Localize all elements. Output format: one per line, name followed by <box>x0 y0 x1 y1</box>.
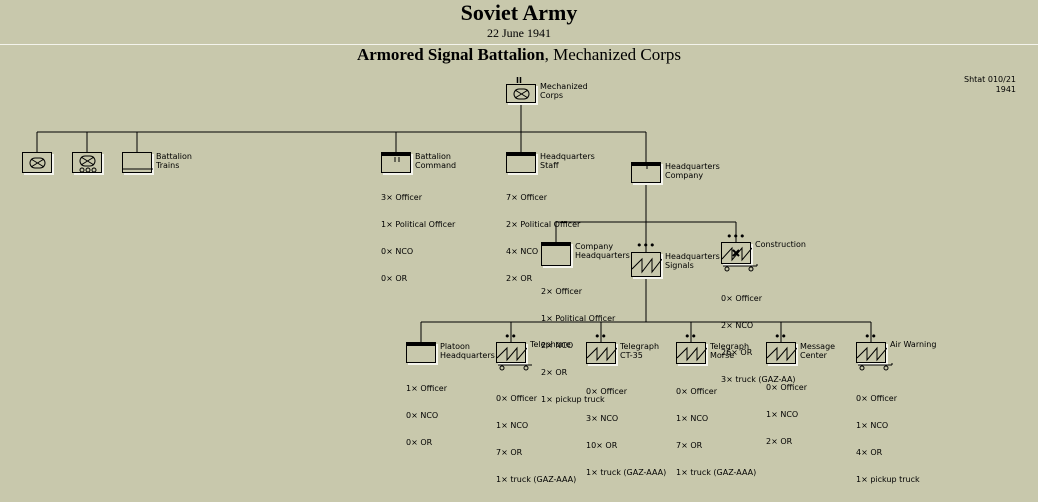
personnel-line: 2× NCO <box>721 321 754 330</box>
personnel-line: 0× OR <box>381 274 408 283</box>
personnel-line: 0× Officer <box>586 387 627 396</box>
personnel-line: 1× truck (GAZ-AAA) <box>676 468 757 477</box>
headquarters-signals-label: Headquarters Signals <box>665 252 720 270</box>
telephone-label: Telephone <box>530 340 571 349</box>
personnel-line: 4× OR <box>856 448 883 457</box>
supply-unit-icon <box>122 152 153 173</box>
personnel-line: 7× Officer <box>506 193 547 202</box>
org-chart-connectors <box>36 102 872 342</box>
personnel-line: 0× Officer <box>721 294 762 303</box>
personnel-line: 0× NCO <box>381 247 414 256</box>
personnel-line: 3× truck (GAZ-AA) <box>721 375 796 384</box>
signal-section-icon <box>856 342 887 363</box>
air-warning-label: Air Warning <box>890 340 937 349</box>
platoon-headquarters-label: Platoon Headquarters <box>440 342 495 360</box>
signal-platoon-icon <box>631 252 662 277</box>
shtat-number: Shtat 010/21 <box>963 75 1016 84</box>
telegraph-ct35-echelon: •• <box>594 330 607 343</box>
personnel-line: 0× OR <box>406 438 433 447</box>
personnel-line: 0× Officer <box>496 394 537 403</box>
mechanized-corps-echelon: II <box>516 76 522 85</box>
personnel-line: 1× Officer <box>406 384 447 393</box>
shtat-year: 1941 <box>995 85 1016 94</box>
headquarters-icon <box>541 242 571 266</box>
personnel-line: 1× truck (GAZ-AAA) <box>586 468 667 477</box>
message-center-label: Message Center <box>800 342 836 360</box>
personnel-line: 1× Political Officer <box>381 220 456 229</box>
personnel-line: 10× OR <box>586 441 618 450</box>
personnel-line: 7× OR <box>496 448 523 457</box>
headquarters-signals-echelon: ••• <box>636 239 656 252</box>
telegraph-morse-label: Telegraph Morse <box>710 342 750 360</box>
personnel-line: 1× NCO <box>676 414 709 423</box>
personnel-line: 0× Officer <box>856 394 897 403</box>
air-warning-echelon: •• <box>864 330 877 343</box>
personnel-line: 0× Officer <box>766 383 807 392</box>
construction-wheels-icon <box>723 264 758 272</box>
page-title: Soviet Army <box>460 0 578 25</box>
headquarters-staff-label: Headquarters Staff <box>540 152 595 170</box>
armored-unit-icon <box>506 84 536 103</box>
signal-construction-icon <box>721 242 752 264</box>
personnel-line: 4× NCO <box>506 247 539 256</box>
battalion-trains-label: Battalion Trains <box>156 152 192 170</box>
battalion-command-personnel: 3× Officer 1× Political Officer 0× NCO 0… <box>381 175 455 301</box>
telephone-wheels-icon <box>498 364 532 371</box>
signal-section-icon <box>496 342 527 363</box>
header-divider <box>0 44 1038 45</box>
headquarters-icon <box>406 342 436 363</box>
headquarters-company-label: Headquarters Company <box>665 162 720 180</box>
signal-section-icon <box>676 342 707 364</box>
headquarters-company-icon <box>631 162 661 183</box>
telephone-personnel: 0× Officer 1× NCO 7× OR 1× truck (GAZ-AA… <box>496 376 576 502</box>
personnel-line: 0× Officer <box>676 387 717 396</box>
mechanized-corps-label: Mechanized Corps <box>540 82 588 100</box>
personnel-line: 1× NCO <box>766 410 799 419</box>
personnel-line: 2× OR <box>541 368 568 377</box>
company-headquarters-label: Company Headquarters <box>575 242 630 260</box>
battalion-command-label: Battalion Command <box>415 152 457 170</box>
personnel-line: 2× Officer <box>541 287 582 296</box>
personnel-line: 1× Political Officer <box>541 314 616 323</box>
air-warning-wheels-icon <box>858 363 893 371</box>
air-warning-personnel: 0× Officer 1× NCO 4× OR 1× pickup truck <box>856 376 920 502</box>
personnel-line: 26× OR <box>721 348 753 357</box>
unit-title-bold: Armored Signal Battalion <box>356 45 545 64</box>
construction-echelon: ••• <box>726 230 746 243</box>
construction-personnel: 0× Officer 2× NCO 26× OR 3× truck (GAZ-A… <box>721 276 796 402</box>
message-center-personnel: 0× Officer 1× NCO 2× OR <box>766 365 807 464</box>
platoon-headquarters-personnel: 1× Officer 0× NCO 0× OR <box>406 366 447 465</box>
unit-title: Armored Signal Battalion, Mechanized Cor… <box>0 45 1038 65</box>
headquarters-icon <box>506 152 536 173</box>
message-center-echelon: •• <box>774 330 787 343</box>
telegraph-morse-personnel: 0× Officer 1× NCO 7× OR 1× truck (GAZ-AA… <box>676 369 756 495</box>
signal-section-icon <box>586 342 617 364</box>
page-date: 22 June 1941 <box>487 26 551 40</box>
personnel-line: 3× Officer <box>381 193 422 202</box>
personnel-line: 0× NCO <box>406 411 439 420</box>
personnel-line: 1× pickup truck <box>541 395 605 404</box>
unit-title-rest: , Mechanized Corps <box>544 45 682 64</box>
personnel-line: 2× NCO <box>541 341 574 350</box>
personnel-line: 1× NCO <box>856 421 889 430</box>
company-headquarters-personnel: 2× Officer 1× Political Officer 2× NCO 2… <box>541 269 615 422</box>
tank-unit-icon <box>22 152 52 173</box>
signal-section-icon <box>766 342 797 364</box>
personnel-line: 2× OR <box>506 274 533 283</box>
telephone-echelon: •• <box>504 330 517 343</box>
personnel-line: 3× NCO <box>586 414 619 423</box>
construction-label: Construction <box>755 240 806 249</box>
telegraph-morse-echelon: •• <box>684 330 697 343</box>
personnel-line: 1× NCO <box>496 421 529 430</box>
armored-car-unit-icon <box>72 152 102 173</box>
headquarters-staff-personnel: 7× Officer 2× Political Officer 4× NCO 2… <box>506 175 580 301</box>
personnel-line: 1× pickup truck <box>856 475 920 484</box>
personnel-line: 2× Political Officer <box>506 220 581 229</box>
telegraph-ct35-personnel: 0× Officer 3× NCO 10× OR 1× truck (GAZ-A… <box>586 369 666 495</box>
personnel-line: 7× OR <box>676 441 703 450</box>
headquarters-icon <box>381 152 411 173</box>
telegraph-ct35-label: Telegraph CT-35 <box>620 342 660 360</box>
personnel-line: 1× truck (GAZ-AAA) <box>496 475 577 484</box>
